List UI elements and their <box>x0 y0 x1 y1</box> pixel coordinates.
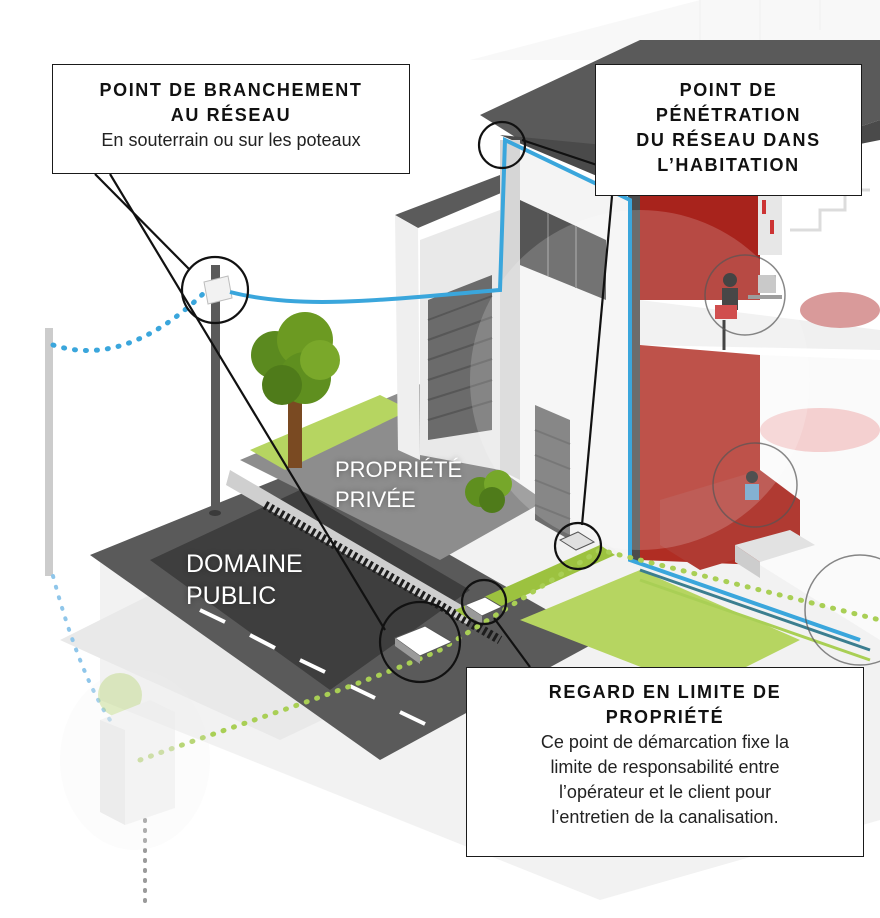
callout-network-connection-point: POINT DE BRANCHEMENT AU RÉSEAU En souter… <box>52 64 410 174</box>
sofa-person <box>745 471 759 500</box>
road-markings <box>199 608 426 726</box>
zone-private-line2: PRIVÉE <box>335 487 416 512</box>
pole-junction-box <box>203 275 233 305</box>
zone-public-line1: DOMAINE <box>186 550 303 578</box>
callout-description-line: limite de responsabilité entre <box>550 757 780 777</box>
callout-title-line: PROPRIÉTÉ <box>605 707 725 727</box>
blue-aerial-cable <box>229 136 861 642</box>
upper-window <box>520 200 606 300</box>
house-entry-box <box>558 531 596 551</box>
background-pole <box>45 328 53 576</box>
blue-dotted-cable <box>50 289 208 353</box>
interior-zoom-circles <box>704 254 880 666</box>
underground-green-cable <box>137 547 880 763</box>
street-cabinet <box>60 670 210 850</box>
circle-property-manhole <box>460 578 508 626</box>
circle-street-manhole <box>378 600 462 684</box>
garage-door <box>428 275 492 440</box>
zone-label-public: DOMAINE PUBLIC <box>186 548 336 612</box>
callout-title-line: L’HABITATION <box>657 155 800 175</box>
circle-basement-entry <box>553 521 603 571</box>
cutaway-highlight <box>470 210 810 550</box>
callout-network-entry-point: POINT DE PÉNÉTRATION DU RÉSEAU DANS L’HA… <box>595 64 862 196</box>
callout-description-line: l’opérateur et le client pour <box>558 782 772 802</box>
road-dark-band <box>150 490 470 690</box>
circle-pole-connection <box>180 255 250 325</box>
interior-red-wall-upper <box>640 170 760 300</box>
callout-title-line: PÉNÉTRATION <box>655 105 802 125</box>
lawn-front <box>520 570 800 690</box>
property-limit-manhole <box>463 596 504 624</box>
desk-person <box>715 273 782 350</box>
front-door <box>535 405 570 540</box>
callout-title-line: DU RÉSEAU DANS <box>636 130 821 150</box>
callout-description-line: Ce point de démarcation fixe la <box>540 732 790 752</box>
callout-title-line: POINT DE <box>679 80 778 100</box>
callout-description-line: l’entretien de la canalisation. <box>551 807 779 827</box>
circle-house-entry <box>477 120 527 170</box>
utility-pole <box>203 265 233 516</box>
tree <box>251 312 340 468</box>
zone-public-line2: PUBLIC <box>186 582 277 610</box>
leader-lines <box>94 138 614 668</box>
callout-description: En souterrain ou sur les poteaux <box>101 130 361 150</box>
green-walkway <box>455 545 615 620</box>
conduit-lines <box>639 568 871 662</box>
callout-property-limit-manhole: REGARD EN LIMITE DE PROPRIÉTÉ Ce point d… <box>466 667 864 857</box>
callout-title-line: REGARD EN LIMITE DE <box>548 682 782 702</box>
highlight-circles <box>180 120 603 684</box>
callout-title-line: AU RÉSEAU <box>170 105 292 125</box>
bush <box>465 470 512 513</box>
curb <box>226 470 470 625</box>
zone-label-private: PROPRIÉTÉ PRIVÉE <box>335 455 495 515</box>
street-manhole <box>393 625 454 664</box>
zone-private-line1: PROPRIÉTÉ <box>335 457 463 482</box>
callout-title-line: POINT DE BRANCHEMENT <box>99 80 363 100</box>
